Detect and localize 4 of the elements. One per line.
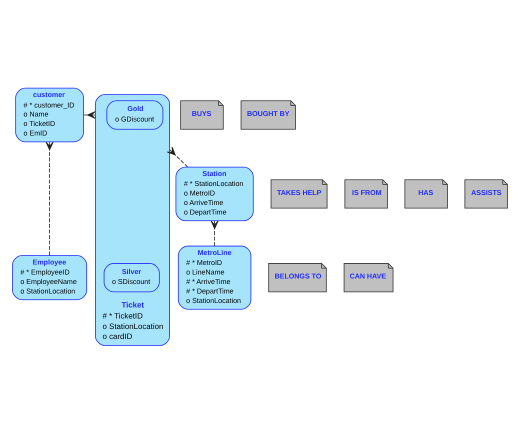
connector — [166, 146, 188, 168]
connector — [210, 220, 218, 246]
connector — [82, 111, 96, 119]
connector — [45, 142, 54, 256]
